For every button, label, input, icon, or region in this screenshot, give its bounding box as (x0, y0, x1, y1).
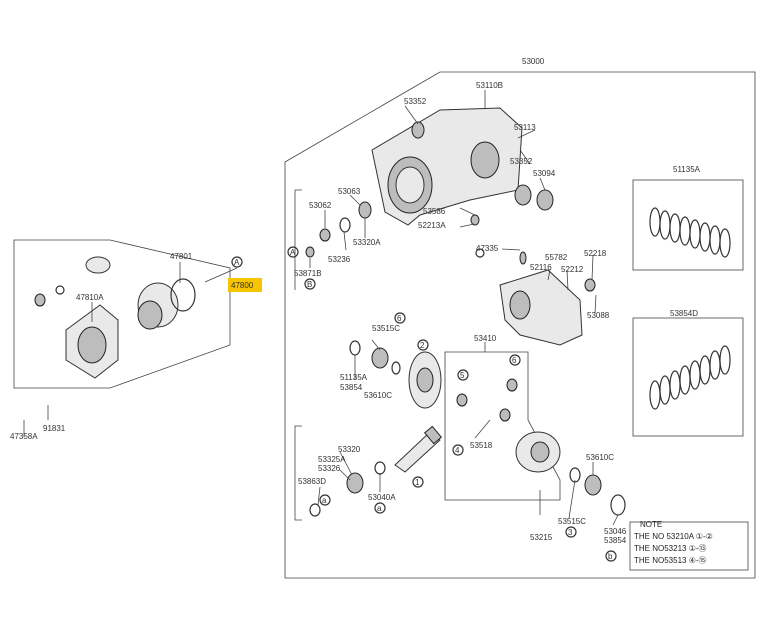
note-line-3: THE NO53513 ④-⑮ (634, 556, 707, 565)
ring-gear-53410[interactable] (408, 351, 442, 409)
label-53515C-b[interactable]: 53515C (558, 517, 586, 526)
label-53326[interactable]: 53326 (318, 464, 341, 473)
label-53110B[interactable]: 53110B (476, 81, 503, 90)
label-53610C-b[interactable]: 53610C (586, 453, 614, 462)
label-53062[interactable]: 53062 (309, 201, 332, 210)
svg-text:2: 2 (420, 341, 425, 350)
label-53871B[interactable]: 53871B (294, 269, 322, 278)
label-53236[interactable]: 53236 (328, 255, 351, 264)
note-box: NOTE THE NO 53210A ①-② THE NO53213 ①-⑬ T… (629, 520, 749, 571)
label-47810A[interactable]: 47810A (76, 293, 104, 302)
label-52116[interactable]: 52116 (530, 263, 552, 272)
svg-text:3: 3 (568, 528, 573, 537)
transfer-assembly-frame (13, 239, 231, 389)
label-52212[interactable]: 52212 (561, 265, 584, 274)
label-53518[interactable]: 53518 (470, 441, 493, 450)
svg-text:a: a (322, 496, 327, 505)
differential-case[interactable] (515, 431, 561, 473)
label-53610C[interactable]: 53610C (364, 391, 392, 400)
note-line-2: THE NO53213 ①-⑬ (634, 544, 707, 553)
svg-text:b: b (608, 552, 613, 561)
label-53320[interactable]: 53320 (338, 445, 361, 454)
label-53854-b[interactable]: 53854 (604, 536, 627, 545)
svg-text:A: A (234, 258, 240, 267)
label-53410[interactable]: 53410 (474, 334, 497, 343)
callout-markers: A A B 6 2 6 5 4 1 a a 3 b (231, 246, 617, 562)
label-53063[interactable]: 53063 (338, 187, 361, 196)
springs-51135A (649, 207, 731, 258)
label-53854D[interactable]: 53854D (670, 309, 698, 318)
springs-53854D (649, 345, 731, 410)
differential-frame (444, 351, 561, 501)
svg-text:6: 6 (512, 356, 517, 365)
label-53586[interactable]: 53586 (423, 207, 446, 216)
label-91831[interactable]: 91831 (43, 424, 66, 433)
label-53094[interactable]: 53094 (533, 169, 556, 178)
housing-52116[interactable] (499, 269, 583, 346)
housing-53110B[interactable] (371, 107, 523, 226)
label-53863D[interactable]: 53863D (298, 477, 326, 486)
pinion-bracket (294, 425, 302, 521)
label-53325A[interactable]: 53325A (318, 455, 346, 464)
bearings[interactable] (34, 121, 626, 517)
svg-text:5: 5 (460, 371, 465, 380)
label-53046[interactable]: 53046 (604, 527, 627, 536)
label-51135A[interactable]: 51135A (673, 165, 701, 174)
main-assembly-frame (284, 71, 756, 579)
label-53854[interactable]: 53854 (340, 383, 363, 392)
label-47800[interactable]: 47800 (231, 281, 254, 290)
label-53352-b[interactable]: 53352 (510, 157, 533, 166)
label-47801[interactable]: 47801 (170, 252, 193, 261)
note-line-1: THE NO 53210A ①-② (634, 532, 713, 541)
svg-text:6: 6 (397, 314, 402, 323)
label-53113[interactable]: 53113 (514, 123, 536, 132)
note-title: NOTE (640, 520, 662, 529)
svg-text:A: A (290, 248, 296, 257)
spring-box-51135A (632, 179, 744, 271)
label-53040A[interactable]: 53040A (368, 493, 396, 502)
label-47358A[interactable]: 47358A (10, 432, 38, 441)
label-52213A[interactable]: 52213A (418, 221, 446, 230)
label-55782[interactable]: 55782 (545, 253, 568, 262)
svg-text:1: 1 (415, 478, 420, 487)
svg-text:a: a (377, 504, 382, 513)
highlight-47800[interactable] (228, 278, 262, 292)
spring-box-53854D (632, 317, 744, 437)
label-51135A-b[interactable]: 51135A (340, 373, 368, 382)
cover-47801[interactable] (137, 278, 196, 330)
label-47335[interactable]: 47335 (476, 244, 499, 253)
label-53320A[interactable]: 53320A (353, 238, 381, 247)
leader-lines (23, 90, 619, 526)
pinion-shaft[interactable] (394, 425, 443, 473)
label-53352[interactable]: 53352 (404, 97, 427, 106)
transfer-case-47810A[interactable] (65, 304, 119, 379)
label-53000[interactable]: 53000 (522, 57, 545, 66)
label-53515C[interactable]: 53515C (372, 324, 400, 333)
svg-text:B: B (307, 280, 312, 289)
label-52218[interactable]: 52218 (584, 249, 607, 258)
svg-text:4: 4 (455, 446, 460, 455)
label-53088[interactable]: 53088 (587, 311, 610, 320)
label-53215[interactable]: 53215 (530, 533, 553, 542)
